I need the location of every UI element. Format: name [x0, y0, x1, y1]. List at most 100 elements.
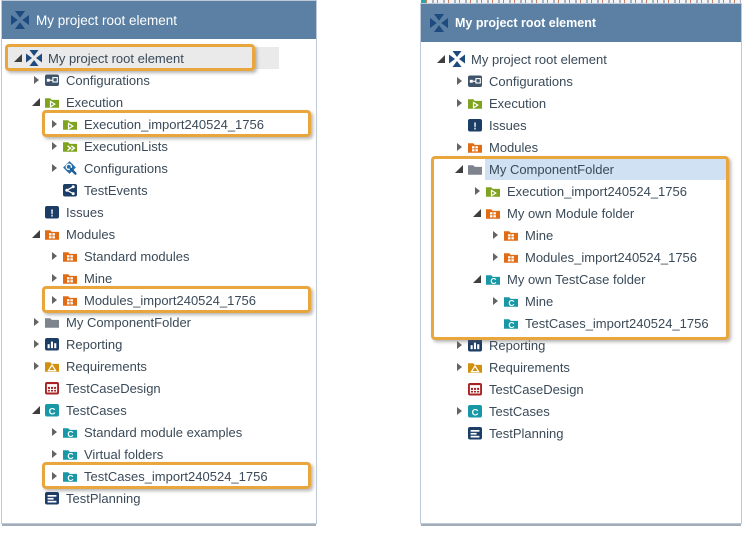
tree-item-requirements[interactable]: Requirements [421, 356, 741, 378]
tree-item-label: TestCases_import240524_1756 [525, 315, 709, 331]
expander-collapsed-icon[interactable] [46, 428, 62, 436]
expander-expanded-icon[interactable] [28, 98, 44, 106]
tree-item-my-componentfolder[interactable]: My ComponentFolder [2, 311, 316, 333]
tree-item-label: Configurations [66, 72, 150, 88]
tree-item-label: Reporting [489, 337, 546, 353]
tree-item-label: My ComponentFolder [489, 161, 614, 177]
tree-item-execution-import240524-1756[interactable]: Execution_import240524_1756 [421, 180, 741, 202]
tree-item-reporting[interactable]: Reporting [2, 333, 316, 355]
config-icon [467, 73, 483, 89]
expander-collapsed-icon[interactable] [46, 142, 62, 150]
folder-gray-icon [467, 161, 483, 177]
tree-item-testcasedesign[interactable]: TestCaseDesign [421, 378, 741, 400]
expander-expanded-icon[interactable] [469, 209, 485, 217]
expander-collapsed-icon[interactable] [28, 76, 44, 84]
expander-collapsed-icon[interactable] [487, 253, 503, 261]
expander-expanded-icon[interactable] [10, 54, 26, 62]
expander-collapsed-icon[interactable] [46, 274, 62, 282]
expander-collapsed-icon[interactable] [28, 318, 44, 326]
folder-mod-icon [62, 270, 78, 286]
project-logo-icon [430, 14, 448, 32]
folder-exec-icon [44, 94, 60, 110]
tree-item-execution[interactable]: Execution [421, 92, 741, 114]
panel-left: My project root element My project root … [1, 0, 317, 524]
tree-item-mine[interactable]: Mine [2, 267, 316, 289]
folder-mod-icon [503, 249, 519, 265]
tree-item-testcasedesign[interactable]: TestCaseDesign [2, 377, 316, 399]
tree-item-standard-modules[interactable]: Standard modules [2, 245, 316, 267]
tree-item-label: Modules_import240524_1756 [525, 249, 698, 265]
expander-collapsed-icon[interactable] [28, 340, 44, 348]
issues-icon: ! [44, 204, 60, 220]
expander-collapsed-icon[interactable] [451, 363, 467, 371]
expander-collapsed-icon[interactable] [487, 231, 503, 239]
svg-text:C: C [67, 473, 73, 483]
tree-item-execution-import240524-1756[interactable]: Execution_import240524_1756 [2, 113, 316, 135]
expander-collapsed-icon[interactable] [46, 252, 62, 260]
expander-collapsed-icon[interactable] [46, 296, 62, 304]
folder-mod-icon [485, 205, 501, 221]
expander-collapsed-icon[interactable] [46, 450, 62, 458]
tree-item-modules[interactable]: Modules [421, 136, 741, 158]
tree-item-label: Requirements [66, 358, 147, 374]
tree-item-configurations[interactable]: Configurations [2, 69, 316, 91]
tree-item-label: TestCases [66, 402, 127, 418]
project-logo-icon [11, 11, 29, 29]
tree-item-my-project-root-element[interactable]: My project root element [421, 48, 741, 70]
expander-collapsed-icon[interactable] [451, 407, 467, 415]
tree-item-label: Modules [489, 139, 539, 155]
expander-collapsed-icon[interactable] [451, 99, 467, 107]
tree-item-label: TestCases_import240524_1756 [84, 468, 268, 484]
folder-tc-icon: C [503, 293, 519, 309]
expander-expanded-icon[interactable] [28, 230, 44, 238]
expander-collapsed-icon[interactable] [451, 341, 467, 349]
expander-expanded-icon[interactable] [451, 165, 467, 173]
tree-item-my-componentfolder[interactable]: My ComponentFolder [421, 158, 741, 180]
expander-collapsed-icon[interactable] [46, 120, 62, 128]
expander-expanded-icon[interactable] [28, 406, 44, 414]
expander-collapsed-icon[interactable] [46, 472, 62, 480]
expander-collapsed-icon[interactable] [469, 187, 485, 195]
folder-mod-icon [62, 292, 78, 308]
tree-item-configurations[interactable]: Configurations [2, 157, 316, 179]
testplanning-icon [44, 490, 60, 506]
tree-item-modules-import240524-1756[interactable]: Modules_import240524_1756 [2, 289, 316, 311]
tree-item-modules[interactable]: Modules [2, 223, 316, 245]
tree-item-requirements[interactable]: Requirements [2, 355, 316, 377]
tree-item-issues[interactable]: !Issues [421, 114, 741, 136]
expander-expanded-icon[interactable] [433, 55, 449, 63]
tree-item-my-project-root-element[interactable]: My project root element [2, 47, 316, 69]
testplanning-icon [467, 425, 483, 441]
expander-expanded-icon[interactable] [469, 275, 485, 283]
expander-collapsed-icon[interactable] [28, 362, 44, 370]
expander-collapsed-icon[interactable] [46, 164, 62, 172]
tree-item-modules-import240524-1756[interactable]: Modules_import240524_1756 [421, 246, 741, 268]
tree-item-executionlists[interactable]: ExecutionLists [2, 135, 316, 157]
tree-item-label: TestPlanning [66, 490, 141, 506]
expander-collapsed-icon[interactable] [487, 297, 503, 305]
expander-collapsed-icon[interactable] [451, 143, 467, 151]
tree-item-mine[interactable]: Mine [421, 224, 741, 246]
tree-item-issues[interactable]: !Issues [2, 201, 316, 223]
tree-item-configurations[interactable]: Configurations [421, 70, 741, 92]
tree-item-label: Configurations [489, 73, 573, 89]
expander-collapsed-icon[interactable] [451, 77, 467, 85]
tree-item-testcases-import240524-1756[interactable]: C TestCases_import240524_1756 [2, 465, 316, 487]
tree-item-testevents[interactable]: TestEvents [2, 179, 316, 201]
svg-text:!: ! [473, 121, 476, 132]
folder-execlists-icon [62, 138, 78, 154]
tree-item-my-own-module-folder[interactable]: My own Module folder [421, 202, 741, 224]
tree-item-testplanning[interactable]: TestPlanning [2, 487, 316, 509]
tree-item-reporting[interactable]: Reporting [421, 334, 741, 356]
tree-item-testplanning[interactable]: TestPlanning [421, 422, 741, 444]
tree-item-execution[interactable]: Execution [2, 91, 316, 113]
tree-item-label: Mine [84, 270, 113, 286]
